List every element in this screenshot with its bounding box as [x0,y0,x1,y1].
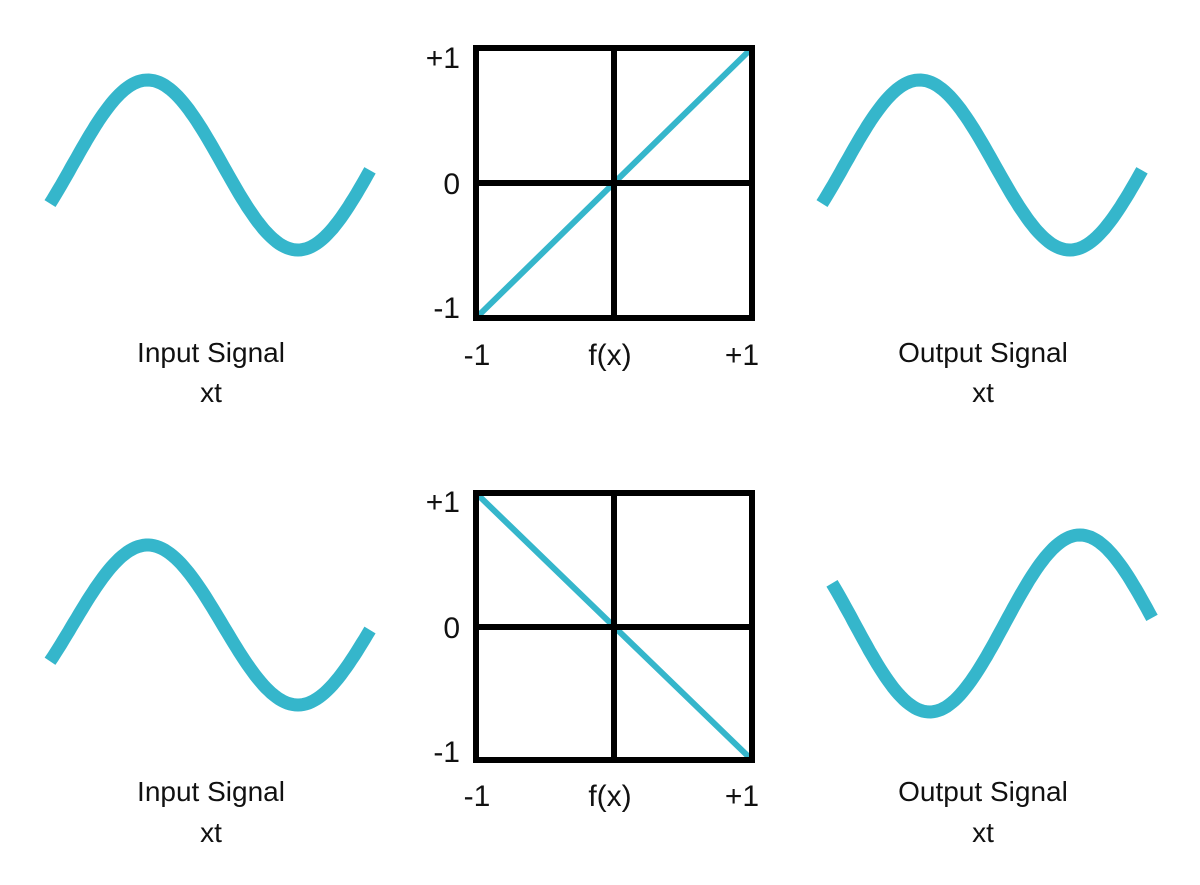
row-2: Input Signal xt +1 0 -1 -1 f(x) +1 Outpu… [44,486,1158,848]
y-tick-bottom: -1 [433,292,460,325]
input-signal-label: Input Signal [137,337,285,368]
input-signal-sub: xt [200,817,222,848]
input-signal-wave [44,538,376,712]
y-tick-top: +1 [426,486,460,519]
y-tick-top: +1 [426,42,460,75]
transfer-plot: +1 0 -1 -1 f(x) +1 [426,42,759,372]
output-signal-label: Output Signal [898,776,1068,807]
output-signal-wave [826,528,1158,719]
input-signal-sub: xt [200,377,222,408]
y-tick-bottom: -1 [433,736,460,769]
output-signal-sub: xt [972,817,994,848]
y-tick-mid: 0 [443,168,460,201]
output-signal-wave [816,73,1148,257]
input-signal-wave [44,73,376,257]
output-signal-sub: xt [972,377,994,408]
transfer-plot: +1 0 -1 -1 f(x) +1 [426,486,759,813]
x-axis-label: f(x) [588,339,631,372]
row-1: Input Signal xt +1 0 -1 -1 f(x) +1 Outpu… [44,42,1148,408]
x-axis-label: f(x) [588,780,631,813]
x-tick-left: -1 [464,780,491,813]
x-tick-left: -1 [464,339,491,372]
x-tick-right: +1 [725,339,759,372]
output-signal-label: Output Signal [898,337,1068,368]
input-signal-label: Input Signal [137,776,285,807]
y-tick-mid: 0 [443,612,460,645]
x-tick-right: +1 [725,780,759,813]
